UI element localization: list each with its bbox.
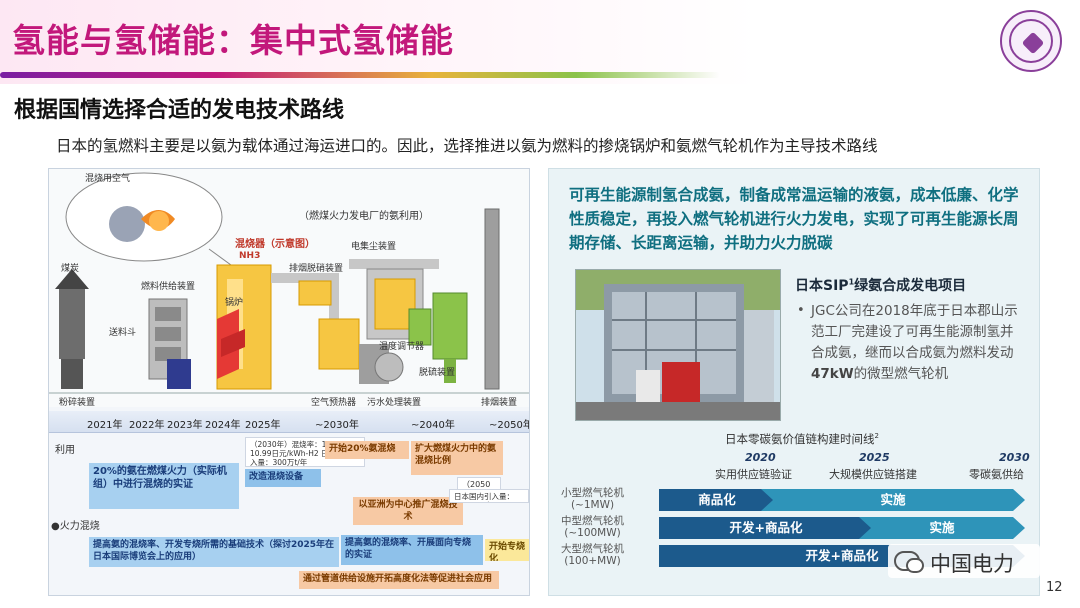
value-chain-footnote: 2 bbox=[874, 432, 879, 441]
label-wastewater: 污水处理装置 bbox=[367, 398, 422, 408]
project-desc-power: 47kW bbox=[811, 366, 854, 382]
project-desc-part1: JGC公司在2018年底于日本郡山示范工厂完建设了可再生能源制氢并合成氨，继而以… bbox=[811, 303, 1018, 361]
bullet-dot: • bbox=[797, 303, 805, 318]
box-single-firing-demo: 提高氨的混烧率、开展面向专烧的实证 bbox=[341, 535, 483, 565]
label-fuel-supply: 燃料供给装置 bbox=[141, 282, 196, 292]
chain-phase-2: 大规模供应链搭建 bbox=[829, 468, 917, 481]
turbine-large-size: (100+MW) bbox=[564, 555, 621, 567]
chain-year-2025: 2025 bbox=[859, 451, 890, 464]
plant-photo-svg bbox=[576, 270, 780, 420]
turbine-medium: 中型燃气轮机 (~100MW) bbox=[561, 515, 624, 539]
label-boiler: 锅炉 bbox=[225, 298, 244, 308]
label-temp-regulator: 温度调节器 bbox=[379, 342, 425, 352]
turbine-medium-name: 中型燃气轮机 bbox=[561, 515, 624, 527]
value-chain-title-text: 日本零碳氨价值链构建时间线 bbox=[725, 432, 875, 446]
year-2023: 2023年 bbox=[167, 420, 203, 431]
bar-small-implement: 实施 bbox=[761, 489, 1025, 511]
roadmap-timeline: 2021年 2022年 2023年 2024年 2025年 ~2030年 ~20… bbox=[49, 407, 530, 595]
box-base-tech: 提高氨的混烧率、开发专烧所需的基础技术（探讨2025年在日本国际博览会上的应用） bbox=[89, 537, 339, 567]
label-nh3: NH3 bbox=[239, 251, 261, 261]
chain-phase-1: 实用供应链验证 bbox=[715, 468, 792, 481]
coal-plant-diagram: 混烧用空气 （燃煤火力发电厂的氨利用） 混烧器（示意图） NH3 锅炉 燃料供给… bbox=[49, 169, 529, 408]
bar-medium-implement: 实施 bbox=[859, 517, 1025, 539]
turbine-small-size: (~1MW) bbox=[570, 499, 615, 511]
label-denitration: 排烟脱硝装置 bbox=[289, 264, 344, 274]
value-chain-title: 日本零碳氨价值链构建时间线2 bbox=[725, 431, 879, 447]
summary-text: 可再生能源制氢合成氨，制备成常温运输的液氨，成本低廉、化学性质稳定，再投入燃气轮… bbox=[569, 186, 1019, 252]
project-footnote-1: 1 bbox=[848, 277, 855, 287]
watermark-text: 中国电力 bbox=[930, 552, 1014, 576]
box-asia-expand: 以亚洲为中心推广混烧技术 bbox=[353, 497, 463, 525]
project-title: 日本SIP1绿氨合成发电项目 bbox=[795, 275, 966, 295]
label-mixer: 混烧器（示意图） bbox=[235, 239, 315, 250]
plant-schematic-svg bbox=[49, 172, 529, 394]
year-2021: 2021年 bbox=[87, 420, 123, 431]
label-dust-collector: 电集尘装置 bbox=[351, 242, 397, 252]
bar-small-commercial: 商品化 bbox=[659, 489, 775, 511]
turbine-large-name: 大型燃气轮机 bbox=[561, 543, 624, 555]
box-demo-20pct: 20%的氨在燃煤火力（实际机组）中进行混烧的实证 bbox=[89, 463, 239, 509]
label-crusher: 粉碎装置 bbox=[59, 398, 96, 408]
jgc-plant-photo bbox=[575, 269, 781, 421]
project-title-rest: 绿氨合成发电项目 bbox=[854, 278, 967, 294]
chain-year-2020: 2020 bbox=[745, 451, 776, 464]
bar-medium-develop: 开发+商品化 bbox=[659, 517, 873, 539]
wechat-icon bbox=[894, 551, 924, 573]
year-2024: 2024年 bbox=[205, 420, 241, 431]
project-description: JGC公司在2018年底于日本郡山示范工厂完建设了可再生能源制氢并合成氨，继而以… bbox=[811, 301, 1021, 385]
label-desulfurization: 脱硫装置 bbox=[419, 368, 456, 378]
label-hopper: 送料斗 bbox=[109, 328, 137, 338]
box-start-20pct: 开始20%氨混烧 bbox=[325, 441, 409, 459]
year-2030: ~2030年 bbox=[315, 420, 359, 431]
intro-text: 日本的氢燃料主要是以氨为载体通过海运进口的。因此，选择推进以氨为燃料的掺烧锅炉和… bbox=[56, 137, 878, 155]
turbine-large: 大型燃气轮机 (100+MW) bbox=[561, 543, 624, 567]
title-banner: 氢能与氢储能：集中式氢储能 bbox=[0, 0, 760, 84]
project-desc-part2: 的微型燃气轮机 bbox=[853, 366, 949, 382]
label-air-preheater: 空气预热器 bbox=[311, 398, 357, 408]
turbine-small: 小型燃气轮机 (~1MW) bbox=[561, 487, 624, 511]
turbine-medium-size: (~100MW) bbox=[564, 527, 621, 539]
year-2050: ~2050年 bbox=[489, 420, 530, 431]
box-pipeline-social: 通过管道供给设施开拓高度化法等促进社会应用 bbox=[299, 571, 499, 589]
chain-phase-3: 零碳氨供给 bbox=[969, 468, 1024, 481]
year-2022: 2022年 bbox=[129, 420, 165, 431]
row-label-use: 利用 bbox=[55, 445, 75, 456]
page-title: 氢能与氢储能：集中式氢储能 bbox=[12, 21, 454, 60]
university-logo-icon bbox=[1000, 10, 1062, 72]
title-underline bbox=[0, 72, 720, 78]
diagram-caption: （燃煤火力发电厂的氨利用） bbox=[299, 211, 429, 222]
box-expand-ratio: 扩大燃煤火力中的氨混烧比例 bbox=[411, 441, 503, 475]
box-2050-volume: 日本国内引入量：3000万t/年 bbox=[449, 489, 529, 503]
box-start-single: 开始专烧化 bbox=[485, 539, 529, 561]
turbine-small-name: 小型燃气轮机 bbox=[561, 487, 624, 499]
chain-year-2030: 2030 bbox=[999, 451, 1030, 464]
year-2025: 2025年 bbox=[245, 420, 281, 431]
year-2040: ~2040年 bbox=[411, 420, 455, 431]
project-title-main: 日本SIP bbox=[795, 278, 849, 294]
page-number: 12 bbox=[1046, 580, 1063, 595]
box-retrofit: 改造混烧设备 bbox=[245, 469, 321, 487]
label-mixer-air: 混烧用空气 bbox=[85, 174, 131, 184]
watermark: 中国电力 bbox=[888, 544, 1040, 578]
green-ammonia-panel: 可再生能源制氢合成氨，制备成常温运输的液氨，成本低廉、化学性质稳定，再投入燃气轮… bbox=[548, 168, 1040, 596]
label-exhaust: 排烟装置 bbox=[481, 398, 518, 408]
label-coal: 煤炭 bbox=[61, 264, 80, 274]
section-subtitle: 根据国情选择合适的发电技术路线 bbox=[14, 98, 345, 123]
row-label-cofiring: ●火力混烧 bbox=[51, 521, 100, 532]
timeline-year-bar: 2021年 2022年 2023年 2024年 2025年 ~2030年 ~20… bbox=[49, 411, 530, 433]
ammonia-power-plant-panel: 混烧用空气 （燃煤火力发电厂的氨利用） 混烧器（示意图） NH3 锅炉 燃料供给… bbox=[48, 168, 530, 596]
box-2050: （2050年） bbox=[457, 477, 501, 491]
